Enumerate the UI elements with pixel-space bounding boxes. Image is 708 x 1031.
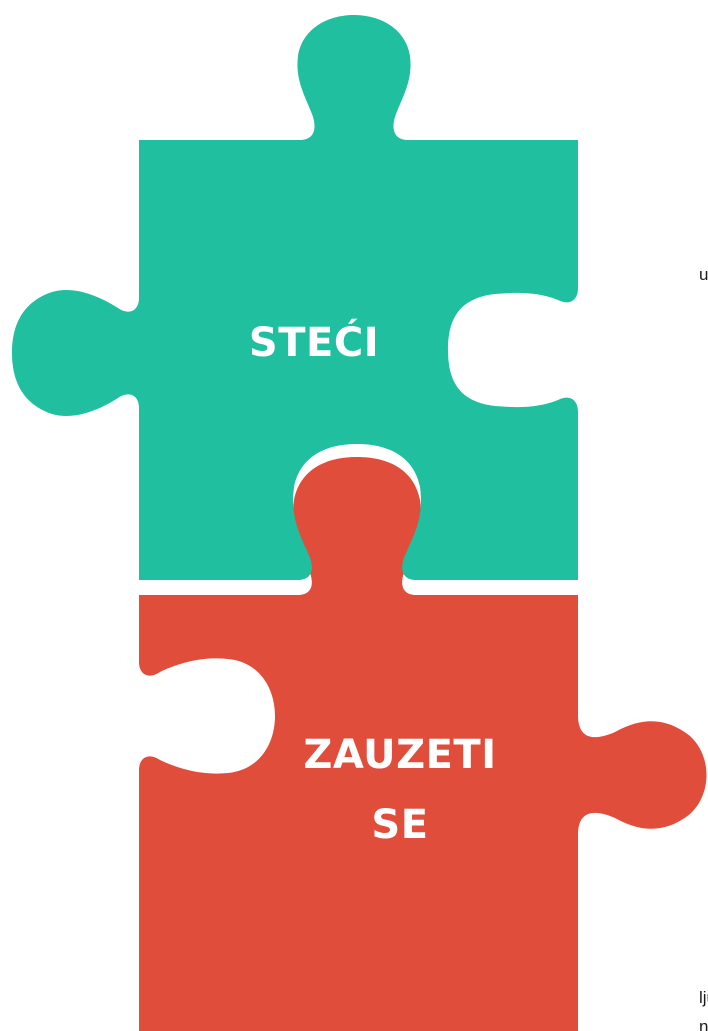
- piece-label-bottom-line1: ZAUZETI: [303, 732, 496, 778]
- puzzle-piece-bottom: [139, 457, 707, 1031]
- cropped-text-fragment: lju: [699, 988, 708, 1007]
- puzzle-piece-top: [12, 15, 578, 580]
- piece-label-top: STEĆI: [249, 318, 379, 366]
- piece-label-bottom-line2: SE: [371, 802, 428, 848]
- cropped-text-fragment: u: [699, 265, 708, 284]
- cropped-text-fragment: načini: [699, 1017, 708, 1031]
